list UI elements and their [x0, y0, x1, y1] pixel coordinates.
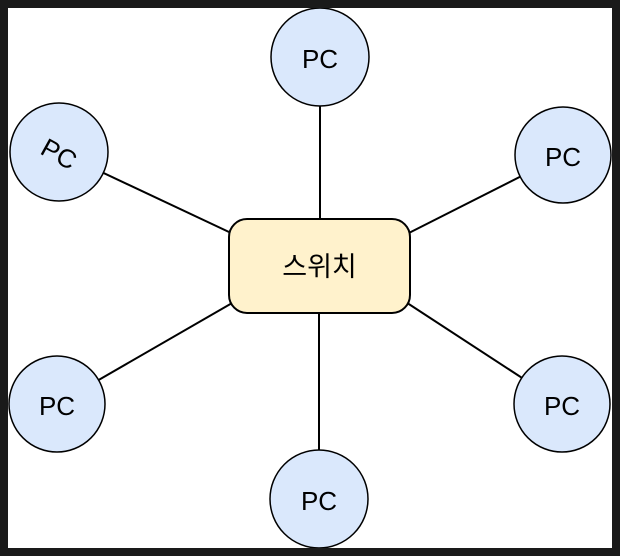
pc-node-bottom-right: PC [513, 355, 611, 453]
pc-node-bottom-right-circle [513, 355, 611, 453]
pc-node-top-left-circle [9, 102, 109, 202]
pc-node-top: PC [270, 7, 370, 107]
pc-node-bottom-label: PC [301, 486, 337, 516]
pc-node-bottom: PC [269, 449, 369, 549]
pc-node-bottom-left-label: PC [39, 391, 75, 421]
pc-node-top-right: PC [514, 106, 612, 204]
switch-node-box [228, 218, 411, 314]
switch-node-label: 스위치 [282, 252, 357, 282]
pc-node-top-right-label: PC [545, 142, 581, 172]
pc-node-top-right-circle [514, 106, 612, 204]
pc-node-top-label: PC [302, 44, 338, 74]
switch-node: 스위치 [228, 218, 411, 314]
pc-node-bottom-left: PC [8, 355, 106, 453]
pc-node-bottom-right-label: PC [544, 391, 580, 421]
pc-node-top-left: PC [9, 102, 109, 202]
pc-node-bottom-left-circle [8, 355, 106, 453]
